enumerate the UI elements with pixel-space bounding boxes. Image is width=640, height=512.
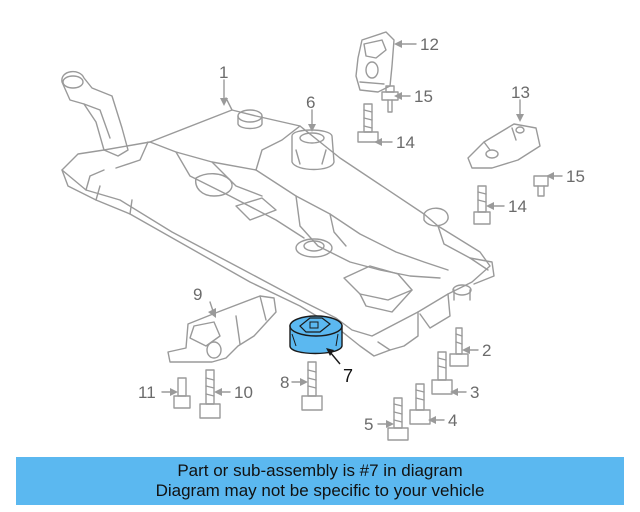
callout-7: 7 bbox=[343, 366, 353, 386]
bracket-13 bbox=[467, 123, 541, 169]
highlighted-part-7 bbox=[289, 315, 343, 365]
callout-4: 4 bbox=[448, 411, 457, 430]
callout-8: 8 bbox=[280, 373, 289, 392]
bolt-5 bbox=[387, 397, 409, 441]
bracket-12 bbox=[355, 31, 395, 93]
callout-11: 11 bbox=[138, 383, 156, 402]
callout-5: 5 bbox=[364, 415, 373, 434]
callout-3: 3 bbox=[470, 383, 479, 402]
callout-12: 12 bbox=[420, 35, 439, 54]
bolt-8 bbox=[301, 361, 323, 411]
bolt-4 bbox=[409, 383, 431, 425]
callout-15-upper: 15 bbox=[414, 87, 433, 106]
info-banner: Part or sub-assembly is #7 in diagram Di… bbox=[16, 457, 624, 505]
mount-9 bbox=[167, 295, 277, 363]
callout-14-left: 14 bbox=[396, 133, 415, 152]
banner-line-2: Diagram may not be specific to your vehi… bbox=[155, 481, 485, 500]
bolt-10 bbox=[199, 369, 221, 419]
bolt-3 bbox=[431, 351, 453, 395]
mount-6 bbox=[291, 129, 335, 171]
callout-1: 1 bbox=[219, 63, 228, 82]
bolt-11 bbox=[173, 377, 191, 409]
callout-10: 10 bbox=[234, 383, 253, 402]
parts-diagram: 1 6 12 15 14 13 14 15 9 2 3 4 5 7 8 10 1… bbox=[61, 31, 585, 441]
callout-9: 9 bbox=[193, 285, 202, 304]
bolt-15-right bbox=[533, 175, 549, 197]
bolt-2 bbox=[449, 327, 469, 367]
callout-15-right: 15 bbox=[566, 167, 585, 186]
bolt-15-upper bbox=[381, 85, 399, 113]
bolt-14-left bbox=[357, 103, 379, 143]
subframe bbox=[61, 71, 495, 357]
callout-13: 13 bbox=[511, 83, 530, 102]
callout-14-right: 14 bbox=[508, 197, 527, 216]
callout-2: 2 bbox=[482, 341, 491, 360]
banner-line-1: Part or sub-assembly is #7 in diagram bbox=[177, 461, 463, 480]
bolt-14-right bbox=[473, 185, 491, 225]
callout-6: 6 bbox=[306, 93, 315, 112]
